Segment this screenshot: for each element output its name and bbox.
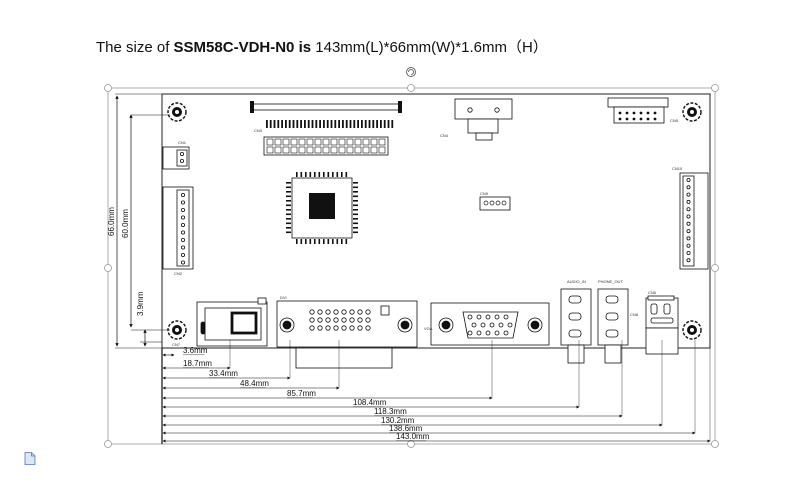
cn5-label: CN5: [670, 118, 679, 123]
main-chip: [286, 172, 358, 244]
handle-bottom-right[interactable]: [711, 440, 719, 448]
dvi-label: DVI: [280, 295, 287, 300]
pin-header-2row: [263, 136, 389, 156]
left-connector-tall: [162, 186, 194, 270]
dim-label-10: 143.0mm: [396, 432, 430, 441]
mounting-holes: [167, 102, 702, 340]
cn4-label: CN4: [440, 133, 449, 138]
dim-total-height: 66.0mm: [107, 207, 116, 236]
lvds-connector: [250, 101, 402, 128]
dim-label-3: 33.4mm: [209, 369, 238, 378]
cn8-label: CN8: [630, 312, 639, 317]
top-center-connector: [454, 98, 513, 141]
dvi-connector: [276, 300, 418, 369]
rotate-handle-icon[interactable]: [406, 67, 416, 77]
dim-label-9: 138.6mm: [389, 424, 423, 433]
pcb-outline: [115, 93, 711, 349]
handle-middle-left[interactable]: [104, 264, 112, 272]
handle-top-middle[interactable]: [407, 84, 415, 92]
title-connector: is: [294, 39, 312, 56]
audio-in-label: AUDIO_IN: [567, 279, 586, 284]
mounting-hole-top-right: [682, 102, 702, 122]
top-right-connector: [607, 97, 669, 124]
mounting-hole-bottom-right: [682, 320, 702, 340]
handle-middle-right[interactable]: [711, 264, 719, 272]
cn7-label: CN7: [172, 342, 181, 347]
handle-bottom-middle[interactable]: [407, 440, 415, 448]
document-icon[interactable]: [24, 452, 36, 465]
vertical-dimensions: [115, 95, 170, 347]
phone-out-label: PHONE_OUT: [598, 279, 623, 284]
dim-label-5: 85.7mm: [287, 389, 316, 398]
title-model: SSM58C-VDH-N0: [173, 39, 295, 56]
title-prefix: The size of: [96, 39, 174, 56]
vga-label: VGA: [424, 326, 433, 331]
title-dimensions: 143mm(L)*66mm(W)*1.6mm（H）: [311, 39, 548, 56]
dim-label-1: 3.6mm: [183, 346, 208, 355]
phone-out-jack: [597, 288, 629, 364]
dim-label-4: 48.4mm: [240, 379, 269, 388]
dim-label-2: 18.7mm: [183, 359, 212, 368]
handle-bottom-left[interactable]: [104, 440, 112, 448]
vga-connector: [430, 302, 550, 346]
bottom-left-port: [196, 297, 268, 347]
cn9-label: CN9: [480, 191, 489, 196]
right-connector-tall: [679, 172, 709, 270]
cn3-label: CN3: [254, 128, 263, 133]
dim-hole-offset: 3.9mm: [136, 291, 145, 316]
page-title: The size of SSM58C-VDH-N0 is 143mm(L)*66…: [96, 36, 548, 57]
handle-top-right[interactable]: [711, 84, 719, 92]
cn10-label: CN10: [672, 166, 683, 171]
cn2-label: CN2: [174, 271, 183, 276]
cn6-label: CN6: [648, 290, 657, 295]
mounting-hole-top-left: [167, 102, 187, 122]
dim-label-6: 108.4mm: [353, 398, 387, 407]
audio-in-jack: [560, 288, 592, 364]
left-connector-small: [162, 146, 190, 170]
cn1-label: CN1: [178, 140, 187, 145]
handle-top-left[interactable]: [104, 84, 112, 92]
dim-hole-spacing: 60.0mm: [121, 209, 130, 238]
mounting-hole-bottom-left: [167, 320, 187, 340]
dim-label-8: 130.2mm: [381, 416, 415, 425]
small-connector-center: CN9: [479, 191, 511, 211]
selection-frame[interactable]: [104, 84, 719, 448]
dim-label-7: 118.3mm: [374, 407, 407, 416]
